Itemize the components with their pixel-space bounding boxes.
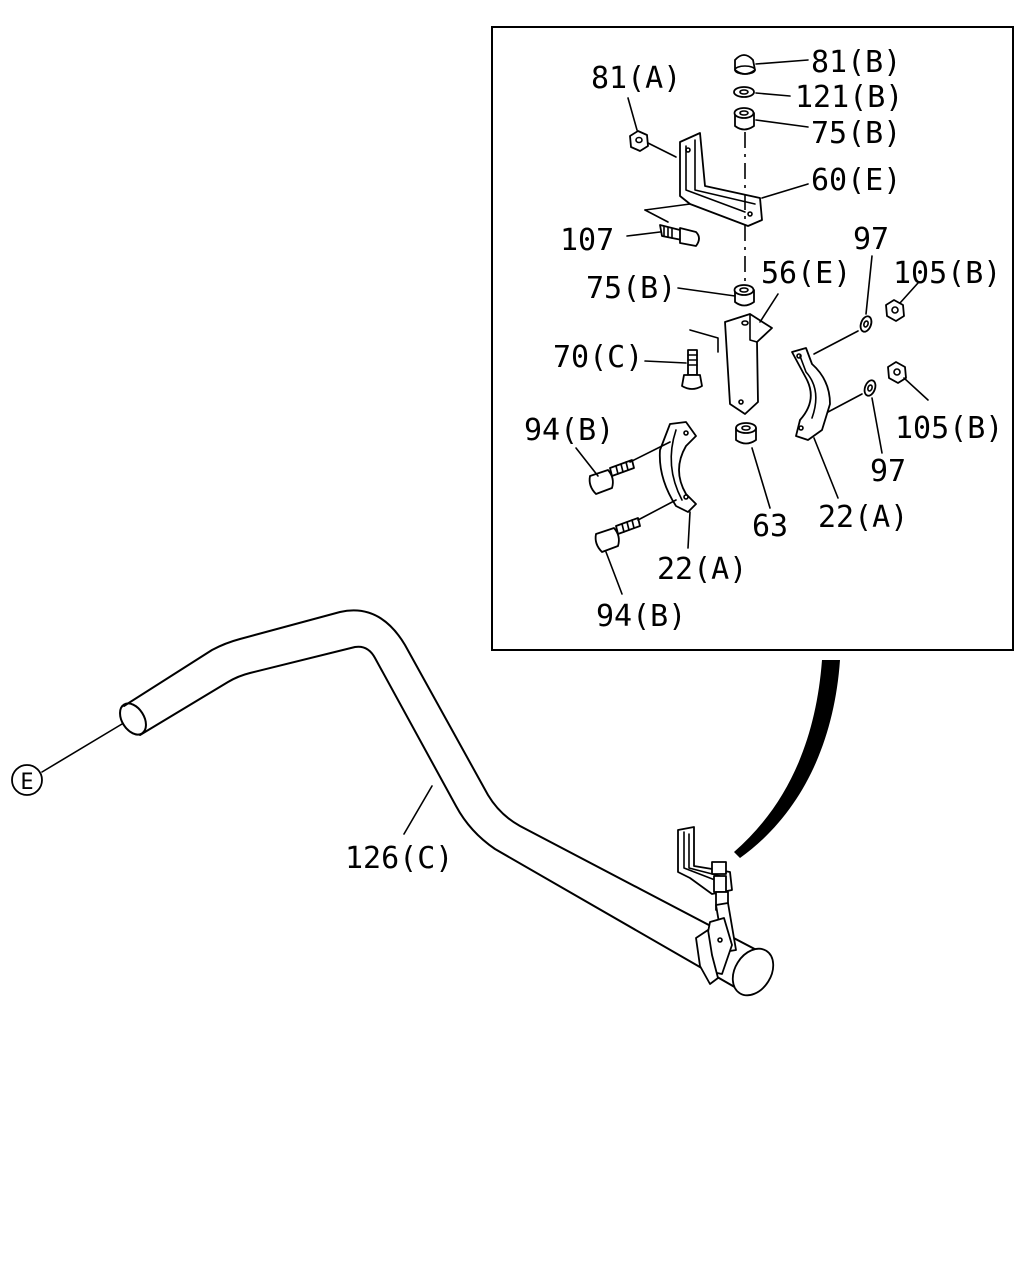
- bushing-75b-top: [733, 107, 755, 131]
- reference-marker-e: E: [11, 723, 123, 796]
- callout-60e: 60(E): [811, 163, 901, 198]
- reference-marker-e-label: E: [20, 770, 33, 795]
- callout-105b-top: 105(B): [893, 256, 1001, 291]
- callout-94b-bottom: 94(B): [596, 599, 686, 634]
- washer-97-bottom: [863, 379, 877, 397]
- cap-nut-81b: [734, 54, 756, 75]
- nut-105b-top: [885, 299, 905, 322]
- bolt-107: [659, 224, 700, 247]
- callout-81a: 81(A): [591, 61, 681, 96]
- nut-81a: [629, 130, 649, 152]
- inset-connector: [734, 660, 840, 858]
- callout-labels: 81(B) 121(B) 75(B) 60(E) 81(A) 107 75(B)…: [345, 45, 1003, 876]
- callout-75b-mid: 75(B): [586, 271, 676, 306]
- bolt-94b-bottom: [594, 517, 641, 553]
- assembly-guides: [629, 142, 863, 521]
- collar-63: [735, 422, 757, 445]
- callout-75b-top: 75(B): [811, 116, 901, 151]
- clamp-22a-left: [658, 421, 697, 513]
- clamp-22a-right: [791, 347, 831, 441]
- callout-22a-left: 22(A): [657, 552, 747, 587]
- callout-94b-top: 94(B): [524, 413, 614, 448]
- bracket-60e: [679, 132, 763, 227]
- callout-22a-right: 22(A): [818, 500, 908, 535]
- nut-105b-bottom: [887, 361, 907, 384]
- callout-105b-bottom: 105(B): [895, 411, 1003, 446]
- bolt-94b-top: [588, 459, 635, 495]
- washer-97-top: [859, 315, 873, 333]
- bushing-75b-mid: [733, 284, 755, 307]
- callout-97-bottom: 97: [870, 454, 906, 489]
- callout-63: 63: [752, 509, 788, 544]
- washer-121b: [733, 86, 755, 98]
- exhaust-pipe-126c: [119, 609, 775, 997]
- bolt-70c: [681, 349, 703, 390]
- callout-97-top: 97: [853, 222, 889, 257]
- callout-121b: 121(B): [795, 80, 903, 115]
- callout-70c: 70(C): [553, 340, 643, 375]
- callout-126c: 126(C): [345, 841, 453, 876]
- callout-107: 107: [560, 223, 614, 258]
- stay-56e: [724, 313, 773, 415]
- callout-56e: 56(E): [761, 256, 851, 291]
- assembled-hanger: [677, 826, 737, 985]
- leader-lines: [403, 59, 929, 835]
- callout-81b: 81(B): [811, 45, 901, 80]
